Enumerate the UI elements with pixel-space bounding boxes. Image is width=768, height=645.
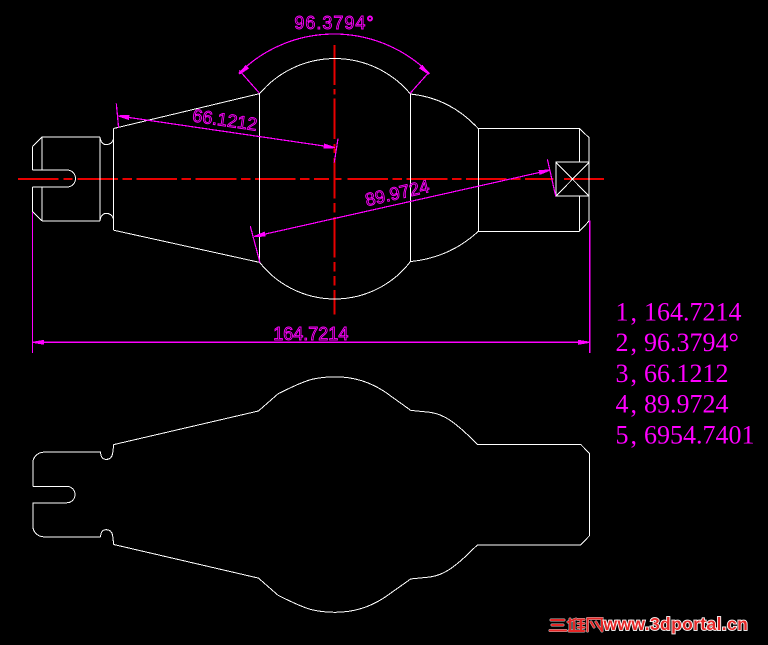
svg-text:5,6954.7401: 5,6954.7401 <box>616 420 755 449</box>
svg-text:2,96.3794°: 2,96.3794° <box>616 328 739 357</box>
svg-text:4,89.9724: 4,89.9724 <box>616 390 729 419</box>
svg-text:www.3dportal.cn: www.3dportal.cn <box>603 614 749 634</box>
svg-text:1,164.7214: 1,164.7214 <box>616 297 742 326</box>
svg-text:164.7214: 164.7214 <box>273 324 348 344</box>
svg-text:3,66.1212: 3,66.1212 <box>616 359 729 388</box>
svg-text:96.3794°: 96.3794° <box>294 13 374 33</box>
